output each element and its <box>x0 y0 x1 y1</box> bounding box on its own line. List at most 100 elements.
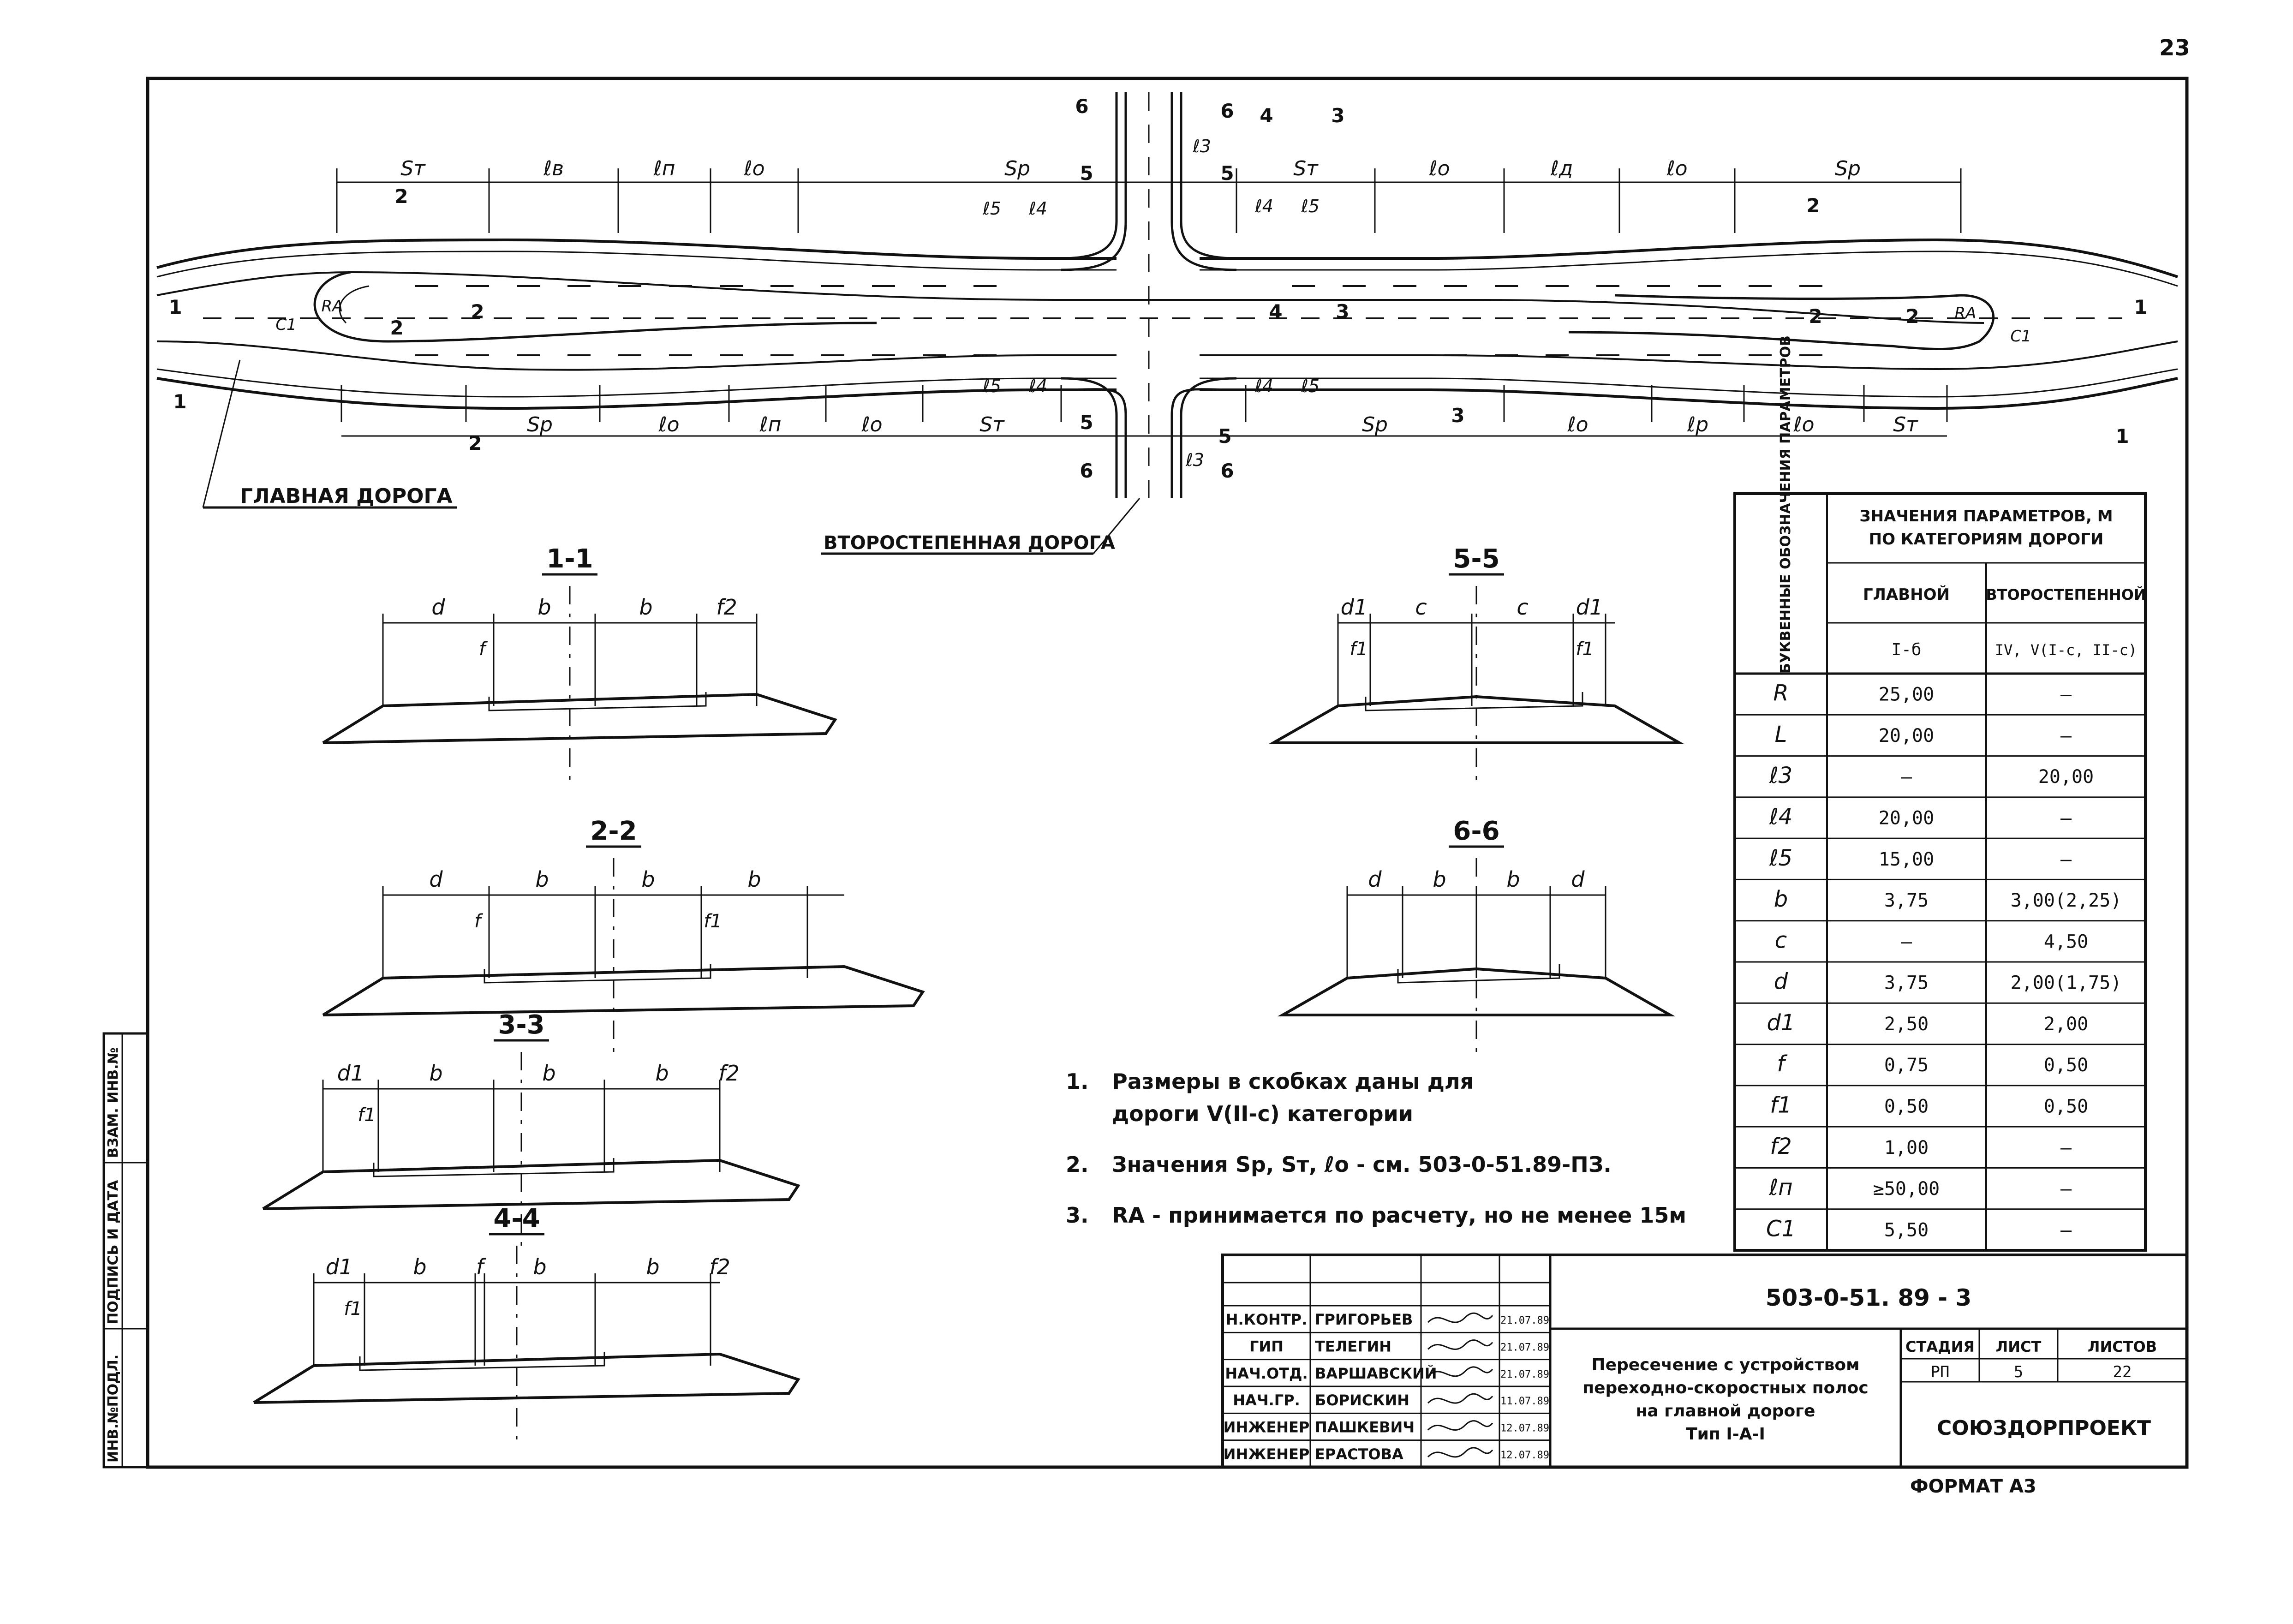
small-dimension-label: ℓ4 <box>1254 196 1273 216</box>
table-param-symbol: ℓ5 <box>1769 845 1792 871</box>
bottom-dimension-label: ℓр <box>1687 413 1708 436</box>
section-dimension-label: b <box>537 595 551 620</box>
staff-role: ИНЖЕНЕР <box>1224 1445 1310 1463</box>
small-dimension-label: ℓ5 <box>1301 376 1320 396</box>
section-mark-label: f1 <box>1576 639 1594 660</box>
table-category-main: I-б <box>1891 640 1921 659</box>
section-dimension-label: d1 <box>326 1254 352 1279</box>
side-stamp-signature: ПОДПИСЬ И ДАТА <box>105 1180 121 1324</box>
small-dimension-label: ℓ4 <box>1028 198 1047 219</box>
staff-name: БОРИСКИН <box>1315 1391 1409 1409</box>
sheet-label: ЛИСТ <box>1996 1338 2042 1355</box>
curve-label: C1 <box>275 316 296 334</box>
table-param-symbol: f2 <box>1770 1134 1791 1159</box>
staff-signature <box>1427 1447 1493 1458</box>
parameter-table: БУКВЕННЫЕ ОБОЗНАЧЕНИЯ ПАРАМЕТРОВ ЗНАЧЕНИ… <box>1733 335 2147 1252</box>
bottom-dimension-label: ℓо <box>1567 413 1588 436</box>
section-mark-label: f1 <box>1350 639 1368 660</box>
side-stamp-inventory: ИНВ.№ПОДЛ. <box>105 1355 121 1463</box>
table-value-main: 20,00 <box>1879 725 1934 746</box>
section-mark: 3 <box>1331 104 1344 127</box>
main-road-leader <box>202 359 241 508</box>
main-road-label: ГЛАВНАЯ ДОРОГА <box>240 484 453 508</box>
table-value-main: 20,00 <box>1879 808 1934 829</box>
lane-markings <box>415 285 1845 356</box>
secondary-road-label: ВТОРОСТЕПЕННАЯ ДОРОГА <box>824 532 1115 554</box>
table-param-symbol: b <box>1774 886 1788 912</box>
staff-signature <box>1427 1366 1493 1377</box>
table-value-main: ≥50,00 <box>1873 1178 1940 1200</box>
section-mark: 1 <box>173 390 186 413</box>
side-stamp-replaced: ВЗАМ. ИНВ.№ <box>105 1047 121 1158</box>
table-value-main: 3,75 <box>1884 890 1929 911</box>
main-road-bottom-edge-inner <box>156 368 2178 398</box>
main-road-top-edge <box>156 238 2178 278</box>
section-mark: 2 <box>471 300 484 323</box>
section-mark-label: f1 <box>344 1298 362 1320</box>
table-value-secondary: 0,50 <box>2044 1055 2088 1076</box>
staff-role: ГИП <box>1249 1338 1284 1355</box>
section-dimension-label: d <box>429 867 443 892</box>
section-mark: 2 <box>390 316 403 339</box>
section-dimension-label: c <box>1517 595 1528 620</box>
section-dimension-label: b <box>655 1061 669 1086</box>
section-mark: 6 <box>1220 460 1234 482</box>
section-mark: 5 <box>1080 411 1093 434</box>
table-value-secondary: — <box>2060 1137 2072 1158</box>
table-value-main: 5,50 <box>1884 1219 1929 1241</box>
section-dimension-label: d <box>1571 867 1585 892</box>
secondary-road-left-bottom <box>1061 377 1127 498</box>
curve-label: RA <box>1955 304 1977 322</box>
table-value-secondary: — <box>2060 808 2072 829</box>
side-stamp-frame <box>102 1032 149 1469</box>
section-dimension-label: d1 <box>1576 595 1603 620</box>
table-param-symbol: ℓп <box>1768 1175 1792 1200</box>
staff-date: 12.07.89 <box>1500 1423 1549 1434</box>
note-text: RА - принимается по расчету, но не менее… <box>1112 1203 1686 1228</box>
right-loop <box>1568 294 1995 351</box>
section-mark: 2 <box>1905 305 1919 328</box>
table-value-secondary: — <box>2060 1178 2072 1200</box>
top-dimension-label: ℓо <box>1666 157 1687 180</box>
sheet-value: 5 <box>2014 1363 2023 1381</box>
section-mark: 5 <box>1218 425 1231 448</box>
section-mark: 2 <box>394 185 408 208</box>
table-value-main: 25,00 <box>1879 684 1934 705</box>
section-ground-profile <box>253 1352 800 1404</box>
bottom-dimension-label: ℓо <box>658 413 679 436</box>
staff-name: ГРИГОРЬЕВ <box>1315 1311 1413 1328</box>
organization: СОЮЗДОРПРОЕКТ <box>1937 1416 2151 1440</box>
note-text: дороги V(II-c) категории <box>1112 1101 1413 1126</box>
bottom-dimension-label: Sр <box>1362 413 1388 436</box>
small-dimension-label: ℓ3 <box>1192 136 1211 156</box>
staff-date: 21.07.89 <box>1500 1342 1549 1354</box>
top-dimension-label: Sр <box>1004 157 1030 180</box>
staff-role: Н.КОНТР. <box>1226 1311 1308 1328</box>
top-dimension-label: ℓв <box>543 157 564 180</box>
table-param-symbol: R <box>1773 681 1788 706</box>
stage-value: РП <box>1931 1363 1950 1381</box>
section-mark-label: f1 <box>704 911 722 932</box>
section-mark-label: f1 <box>358 1105 376 1126</box>
top-dimension-label: ℓо <box>1428 157 1450 180</box>
bottom-dimension-label: Sр <box>527 413 553 436</box>
top-dimension-label: ℓо <box>743 157 764 180</box>
section-ground-profile <box>322 693 837 744</box>
section-dimension-label: b <box>535 867 549 892</box>
section-mark: 4 <box>1260 104 1273 127</box>
note-number: 2. <box>1066 1152 1088 1177</box>
staff-date: 11.07.89 <box>1500 1396 1549 1407</box>
section-dimension-label: b <box>1433 867 1446 892</box>
note-number: 1. <box>1066 1069 1088 1094</box>
section-title: 5-5 <box>1453 544 1499 574</box>
bottom-dimension-label: ℓп <box>759 413 782 436</box>
small-dimension-label: ℓ4 <box>1254 376 1273 396</box>
table-param-symbol: ℓ4 <box>1769 804 1792 830</box>
